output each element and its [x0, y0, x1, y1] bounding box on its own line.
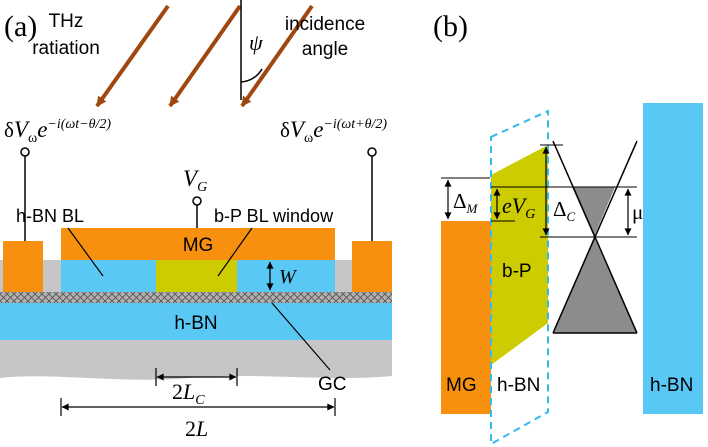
- delta-m-label: ΔM: [453, 189, 479, 216]
- bp-window-leader: [217, 227, 253, 277]
- cone-filled-lower: [553, 237, 637, 333]
- w-label: W: [279, 266, 298, 288]
- signal-left-label: δVωe−i(ωt−θ/2): [4, 117, 111, 146]
- bp-bl-window-label: b-P BL window: [214, 206, 334, 226]
- band-hbn-right-block: [643, 103, 703, 414]
- radiation-label-line1: THz: [49, 11, 84, 32]
- hbn-layer: [0, 303, 392, 340]
- band-bp-label: b-P: [502, 261, 532, 282]
- band-hbn-barrier-dashed: [490, 109, 549, 446]
- radiation-arrow-1: [95, 4, 170, 108]
- hbn-bl-label: h-BN BL: [16, 206, 84, 226]
- gc-layer: [0, 292, 392, 303]
- panel-a: (a) THz ratiation ψ incidence angle δVωe…: [0, 0, 392, 441]
- psi-symbol: ψ: [249, 30, 263, 55]
- l-label: 2L: [185, 416, 208, 441]
- hbn-bl-leader: [67, 227, 104, 277]
- ev-g-label: eVG: [502, 193, 535, 222]
- left-terminal: [20, 147, 30, 157]
- cone-filled-upper: [572, 187, 615, 237]
- band-mg-block: [441, 221, 491, 414]
- gate-voltage-label: VG: [183, 166, 207, 195]
- lc-label: 2LC: [172, 379, 205, 408]
- signal-right-label: δVωe−i(ωt+θ/2): [280, 117, 387, 146]
- thz-radiation-arrows: [95, 4, 314, 108]
- gc-leader: [271, 302, 331, 371]
- bp-bl-window: [156, 260, 237, 292]
- mu-label: μ: [632, 200, 643, 224]
- band-bp-region: [491, 145, 548, 365]
- angle-arc: [240, 68, 263, 83]
- panel-b-label: (b): [433, 10, 468, 43]
- substrate: [0, 340, 392, 380]
- hbn-bl-right: [237, 260, 335, 292]
- radiation-label-line2: ratiation: [32, 38, 100, 59]
- right-contact: [352, 241, 392, 292]
- incidence-label-line1: incidence: [285, 14, 365, 35]
- panel-b: (b) ΔM eVG ΔC μ: [433, 10, 703, 446]
- right-terminal: [367, 147, 377, 157]
- panel-a-label: (a): [4, 10, 37, 43]
- left-contact: [3, 241, 43, 292]
- gc-label: GC: [318, 374, 347, 395]
- band-hbn-right-label: h-BN: [650, 375, 693, 396]
- gate-terminal: [192, 196, 202, 206]
- delta-c-label: ΔC: [553, 197, 576, 224]
- hbn-bl-left: [61, 260, 156, 292]
- hbn-label: h-BN: [174, 313, 217, 334]
- band-hbn-left-label: h-BN: [497, 375, 540, 396]
- radiation-arrow-2: [168, 4, 242, 108]
- band-mg-label: MG: [446, 375, 477, 396]
- mg-label: MG: [183, 235, 214, 256]
- radiation-arrow-3: [240, 4, 314, 108]
- mg-gate: [61, 228, 335, 260]
- incidence-label-line2: angle: [302, 39, 349, 60]
